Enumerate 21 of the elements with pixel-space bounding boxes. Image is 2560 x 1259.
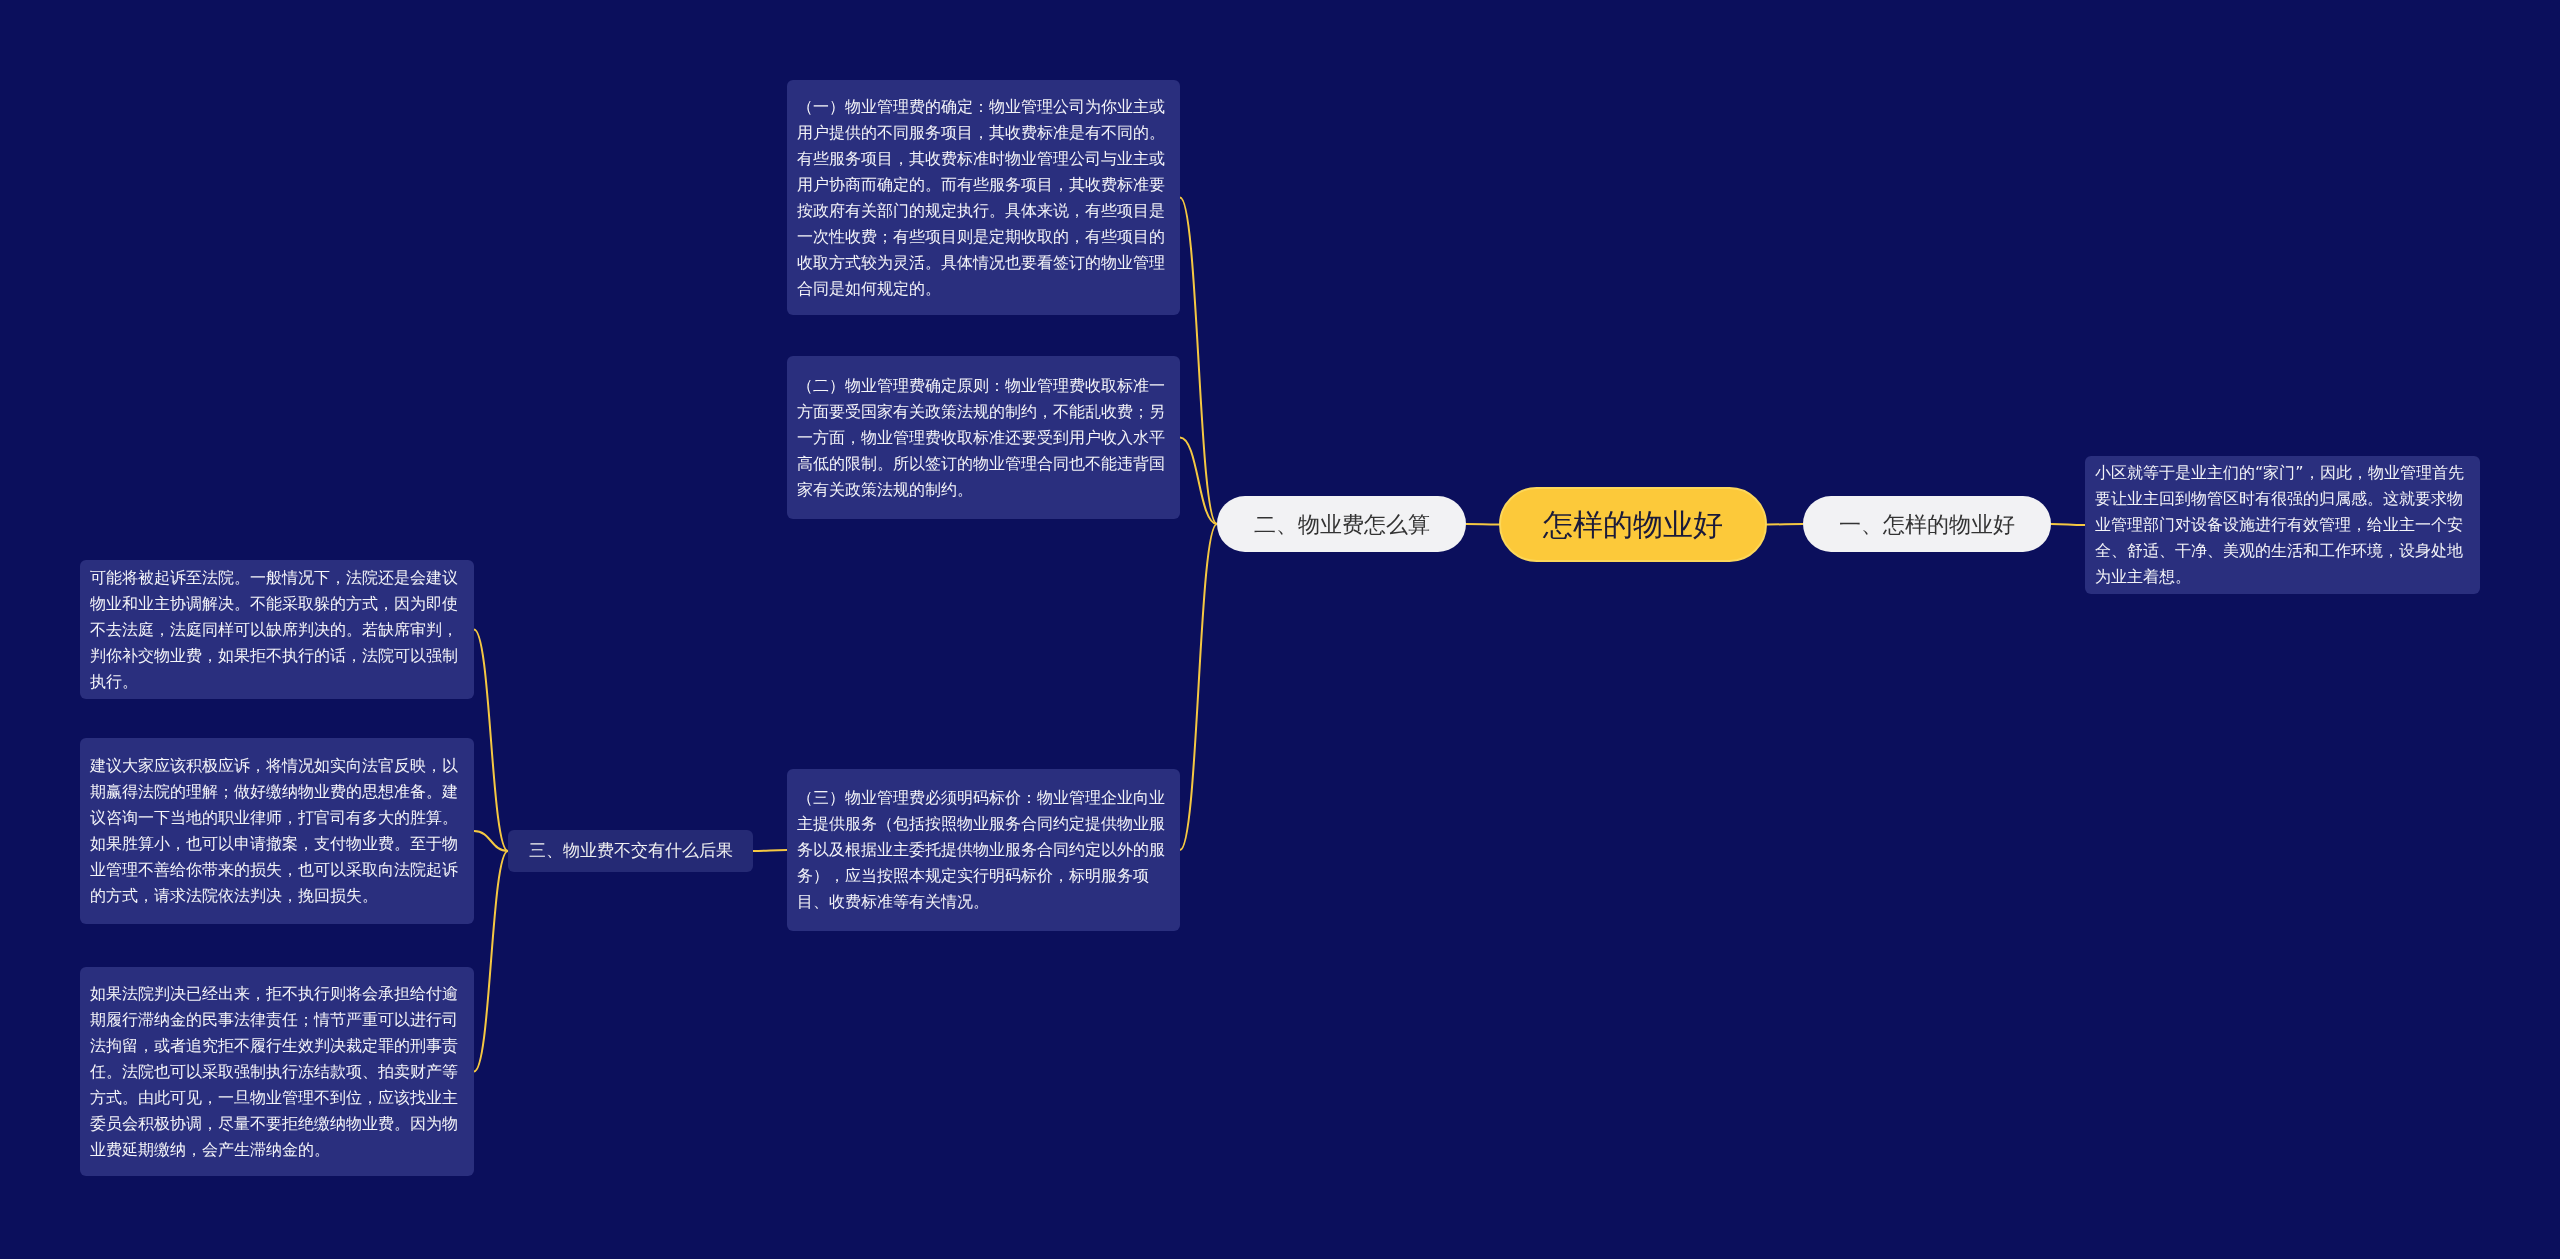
connector-line — [752, 849, 788, 852]
connector-line — [473, 850, 509, 1073]
topic-label: 三、物业费不交有什么后果 — [508, 830, 753, 872]
connector-line — [1179, 196, 1218, 525]
text-card: 小区就等于是业主们的“家门”，因此，物业管理首先要让业主回到物管区时有很强的归属感。这就要求物业管理部门对设备设施进行有效管理，给业主一个安全、舒适、干净、美观的生活和工作环境，设身处地为业主着想。 — [2085, 456, 2480, 594]
connector-line — [2050, 523, 2086, 526]
connector-line — [473, 628, 509, 852]
text-card: （一）物业管理费的确定：物业管理公司为你业主或用户提供的不同服务项目，其收费标准是有不同的。有些服务项目，其收费标准时物业管理公司与业主或用户协商而确定的。而有些服务项目，其收费标准要按政府有关部门的规定执行。具体来说，有些项目是一次性收费；有些项目则是定期收取的，有些项目的收取方式较为灵活。具体情况也要看签订的物业管理合同是如何规定的。 — [787, 80, 1180, 315]
text-card: （三）物业管理费必须明码标价：物业管理企业向业主提供服务（包括按照物业服务合同约定提供物业服务以及根据业主委托提供物业服务合同约定以外的服务），应当按照本规定实行明码标价，标明服务项目、收费标准等有关情况。 — [787, 769, 1180, 931]
connector-line — [473, 830, 509, 852]
text-card: 如果法院判决已经出来，拒不执行则将会承担给付逾期履行滞纳金的民事法律责任；情节严重可以进行司法拘留，或者追究拒不履行生效判决裁定罪的刑事责任。法院也可以采取强制执行冻结款项、拍卖财产等方式。由此可见，一旦物业管理不到位，应该找业主委员会积极协调，尽量不要拒绝缴纳物业费。因为物业费延期缴纳，会产生滞纳金的。 — [80, 967, 474, 1176]
topic-pill: 二、物业费怎么算 — [1217, 496, 1466, 552]
connector-line — [1766, 523, 1804, 526]
central-topic: 怎样的物业好 — [1499, 487, 1767, 562]
text-card: 建议大家应该积极应诉，将情况如实向法官反映，以期赢得法院的理解；做好缴纳物业费的思想准备。建议咨询一下当地的职业律师，打官司有多大的胜算。如果胜算小，也可以申请撤案，支付物业费。至于物业管理不善给你带来的损失，也可以采取向法院起诉的方式，请求法院依法判决，挽回损失。 — [80, 738, 474, 924]
topic-pill: 一、怎样的物业好 — [1803, 496, 2051, 552]
connector-line — [1465, 523, 1500, 526]
text-card: （二）物业管理费确定原则：物业管理费收取标准一方面要受国家有关政策法规的制约，不能乱收费；另一方面，物业管理费收取标准还要受到用户收入水平高低的限制。所以签订的物业管理合同也不能违背国家有关政策法规的制约。 — [787, 356, 1180, 519]
text-card: 可能将被起诉至法院。一般情况下，法院还是会建议物业和业主协调解决。不能采取躲的方式，因为即使不去法庭，法庭同样可以缺席判决的。若缺席审判，判你补交物业费，如果拒不执行的话，法院可以强制执行。 — [80, 560, 474, 699]
connector-line — [1179, 436, 1218, 525]
connector-line — [1179, 523, 1218, 851]
